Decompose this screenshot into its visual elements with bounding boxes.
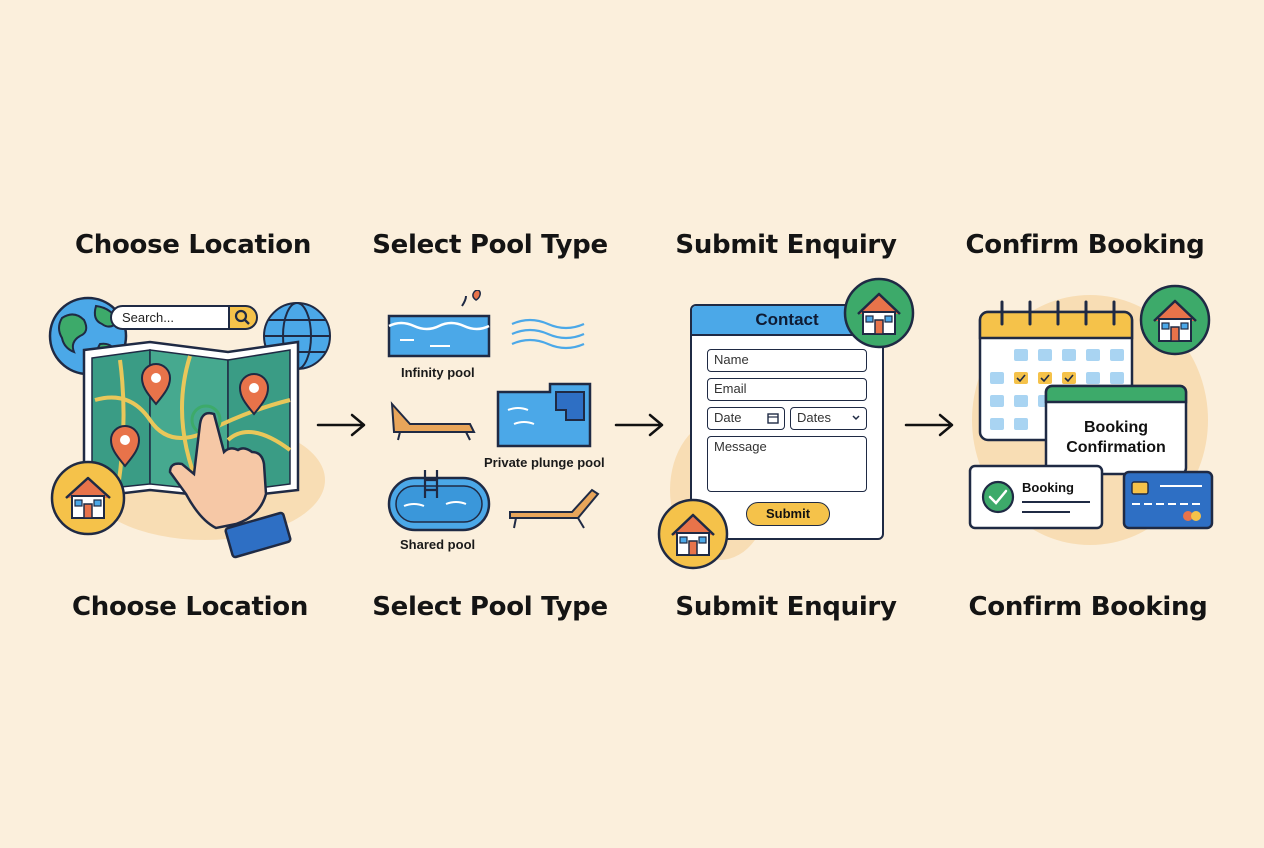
pool-label-private: Private plunge pool [484,455,605,470]
private-plunge-pool-icon [496,382,592,448]
sun-lounger-icon [390,401,476,441]
date-field[interactable]: Date [707,407,785,430]
name-field[interactable]: Name [707,349,867,372]
arrow-right-icon [904,413,954,437]
contact-form: Contact Name Email Date Dates Message Su… [690,304,884,540]
dates-select[interactable]: Dates [790,407,867,430]
booking-confirmation-title: Booking Confirmation [1046,418,1186,458]
location-pin-icon [140,363,172,406]
step-caption-select-pool-type: Select Pool Type [372,592,608,622]
booking-confirmation-line1: Booking [1084,419,1148,436]
sun-lounger-icon [509,488,600,529]
pool-label-infinity: Infinity pool [401,365,475,380]
house-icon [50,460,126,536]
step-caption-choose-location: Choose Location [71,592,309,622]
check-icon [1014,372,1076,384]
infinity-pool-icon [387,290,491,358]
email-field[interactable]: Email [707,378,867,401]
pointing-hand-icon [168,404,292,559]
pool-types-illustration [387,290,600,532]
water-waves-icon [511,318,585,350]
step-title-select-pool-type: Select Pool Type [372,230,608,260]
step-caption-confirm-booking: Confirm Booking [968,592,1208,622]
arrow-right-icon [316,413,366,437]
step-caption-submit-enquiry: Submit Enquiry [675,592,897,622]
credit-card-icon [1122,470,1214,530]
check-circle-icon [981,480,1015,514]
house-icon [657,498,729,570]
location-illustration [48,296,331,559]
pool-label-shared: Shared pool [400,537,476,552]
search-icon [234,309,250,325]
location-pin-icon [109,425,141,468]
booking-card-label: Booking [1022,480,1074,495]
search-button[interactable] [228,305,258,330]
calendar-icon [767,413,779,424]
booking-confirmation-line2: Confirmation [1066,439,1166,456]
location-pin-icon [238,373,270,416]
step-title-submit-enquiry: Submit Enquiry [675,230,897,260]
booking-illustration [968,284,1214,545]
dates-label: Dates [797,410,831,425]
chevron-down-icon [852,415,860,421]
submit-button[interactable]: Submit [746,502,830,526]
step-title-confirm-booking: Confirm Booking [965,230,1205,260]
date-label: Date [714,410,742,425]
step-title-choose-location: Choose Location [74,230,312,260]
house-icon [1139,284,1211,356]
arrow-right-icon [614,413,664,437]
message-textarea[interactable]: Message [707,436,867,492]
house-icon [843,277,915,349]
shared-pool-icon [387,470,491,532]
